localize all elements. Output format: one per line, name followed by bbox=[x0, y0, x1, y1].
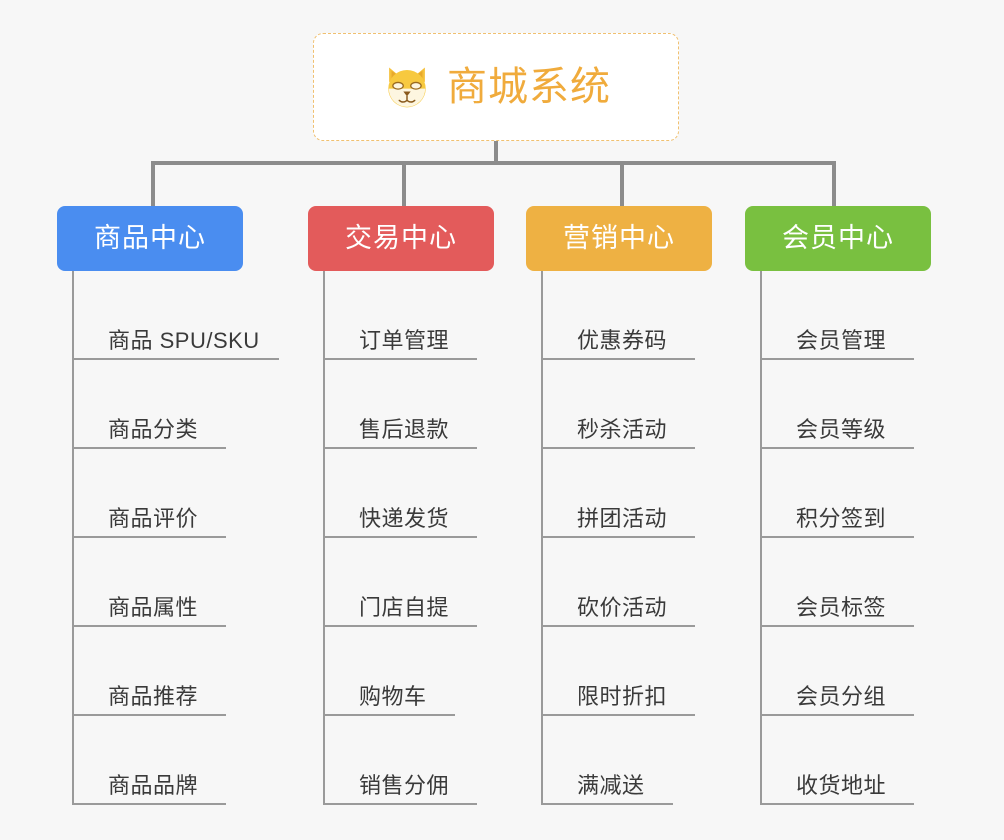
leaf-underline bbox=[325, 714, 455, 716]
leaf-underline bbox=[762, 447, 914, 449]
leaf-label: 快递发货 bbox=[359, 506, 450, 531]
category-box[interactable]: 会员中心 bbox=[745, 206, 931, 271]
leaf-underline bbox=[762, 803, 914, 805]
leaf-item[interactable]: 收货地址 bbox=[762, 716, 931, 805]
leaf-underline bbox=[543, 803, 673, 805]
leaf-label: 积分签到 bbox=[796, 506, 887, 531]
category-label: 商品中心 bbox=[94, 223, 206, 253]
leaf-underline bbox=[762, 714, 914, 716]
connector-bus bbox=[151, 161, 834, 165]
leaf-label: 收货地址 bbox=[796, 773, 887, 798]
leaf-underline bbox=[543, 358, 695, 360]
leaf-item[interactable]: 商品推荐 bbox=[74, 627, 260, 716]
leaf-item[interactable]: 购物车 bbox=[325, 627, 494, 716]
connector-drop-1 bbox=[402, 161, 406, 206]
leaf-label: 会员管理 bbox=[796, 328, 887, 353]
leaf-underline bbox=[762, 358, 914, 360]
leaf-item[interactable]: 优惠券码 bbox=[543, 271, 712, 360]
leaf-stack: 订单管理售后退款快递发货门店自提购物车销售分佣 bbox=[323, 271, 494, 805]
leaf-stack: 商品 SPU/SKU 商品分类商品评价商品属性商品推荐商品品牌 bbox=[72, 271, 279, 805]
connector-drop-0 bbox=[151, 161, 155, 206]
leaf-label: 商品属性 bbox=[108, 595, 199, 620]
leaf-item[interactable]: 限时折扣 bbox=[543, 627, 712, 716]
leaf-underline bbox=[325, 358, 477, 360]
leaf-label: 订单管理 bbox=[359, 328, 450, 353]
leaf-label: 商品分类 bbox=[108, 417, 199, 442]
connector-drop-3 bbox=[832, 161, 836, 206]
leaf-item[interactable]: 会员分组 bbox=[762, 627, 931, 716]
leaf-underline bbox=[762, 536, 914, 538]
leaf-stack: 优惠券码秒杀活动拼团活动砍价活动限时折扣满减送 bbox=[541, 271, 712, 805]
leaf-underline bbox=[762, 625, 914, 627]
leaf-label: 商品推荐 bbox=[108, 684, 199, 709]
connector-drop-2 bbox=[620, 161, 624, 206]
leaf-underline bbox=[325, 447, 477, 449]
branch-column: 交易中心订单管理售后退款快递发货门店自提购物车销售分佣 bbox=[308, 206, 494, 805]
leaf-label: 会员分组 bbox=[796, 684, 887, 709]
leaf-underline bbox=[74, 447, 226, 449]
leaf-label: 门店自提 bbox=[359, 595, 450, 620]
leaf-item[interactable]: 商品品牌 bbox=[74, 716, 260, 805]
leaf-label: 限时折扣 bbox=[577, 684, 668, 709]
leaf-item[interactable]: 售后退款 bbox=[325, 360, 494, 449]
leaf-underline bbox=[543, 714, 695, 716]
leaf-item[interactable]: 会员管理 bbox=[762, 271, 931, 360]
category-label: 交易中心 bbox=[345, 223, 457, 253]
leaf-item[interactable]: 会员等级 bbox=[762, 360, 931, 449]
branch-column: 营销中心优惠券码秒杀活动拼团活动砍价活动限时折扣满减送 bbox=[526, 206, 712, 805]
leaf-item[interactable]: 商品 SPU/SKU bbox=[74, 271, 279, 360]
leaf-label: 商品品牌 bbox=[108, 773, 199, 798]
leaf-underline bbox=[74, 358, 279, 360]
leaf-label: 购物车 bbox=[359, 684, 427, 709]
leaf-item[interactable]: 砍价活动 bbox=[543, 538, 712, 627]
leaf-item[interactable]: 商品属性 bbox=[74, 538, 260, 627]
leaf-underline bbox=[325, 536, 477, 538]
branch-column: 会员中心会员管理会员等级积分签到会员标签会员分组收货地址 bbox=[745, 206, 931, 805]
category-box[interactable]: 商品中心 bbox=[57, 206, 243, 271]
leaf-item[interactable]: 满减送 bbox=[543, 716, 712, 805]
leaf-label: 砍价活动 bbox=[577, 595, 668, 620]
leaf-label: 会员等级 bbox=[796, 417, 887, 442]
leaf-item[interactable]: 积分签到 bbox=[762, 449, 931, 538]
leaf-item[interactable]: 销售分佣 bbox=[325, 716, 494, 805]
connector-stem bbox=[494, 141, 498, 165]
leaf-label: 优惠券码 bbox=[577, 328, 668, 353]
category-label: 营销中心 bbox=[563, 223, 675, 253]
shiba-dog-face-icon bbox=[388, 67, 426, 108]
leaf-item[interactable]: 商品分类 bbox=[74, 360, 260, 449]
leaf-underline bbox=[543, 447, 695, 449]
leaf-item[interactable]: 门店自提 bbox=[325, 538, 494, 627]
leaf-item[interactable]: 拼团活动 bbox=[543, 449, 712, 538]
leaf-underline bbox=[543, 536, 695, 538]
leaf-label: 会员标签 bbox=[796, 595, 887, 620]
leaf-label: 拼团活动 bbox=[577, 506, 668, 531]
category-box[interactable]: 交易中心 bbox=[308, 206, 494, 271]
leaf-underline bbox=[543, 625, 695, 627]
leaf-item[interactable]: 快递发货 bbox=[325, 449, 494, 538]
leaf-label: 商品 SPU/SKU bbox=[108, 328, 260, 353]
leaf-underline bbox=[325, 803, 477, 805]
category-label: 会员中心 bbox=[782, 223, 894, 253]
leaf-label: 秒杀活动 bbox=[577, 417, 668, 442]
leaf-stack: 会员管理会员等级积分签到会员标签会员分组收货地址 bbox=[760, 271, 931, 805]
root-node[interactable]: 商城系统 bbox=[313, 33, 679, 141]
leaf-underline bbox=[74, 625, 226, 627]
leaf-item[interactable]: 订单管理 bbox=[325, 271, 494, 360]
leaf-label: 满减送 bbox=[577, 773, 645, 798]
leaf-item[interactable]: 秒杀活动 bbox=[543, 360, 712, 449]
leaf-label: 售后退款 bbox=[359, 417, 450, 442]
leaf-label: 销售分佣 bbox=[359, 773, 450, 798]
leaf-item[interactable]: 会员标签 bbox=[762, 538, 931, 627]
branch-column: 商品中心商品 SPU/SKU 商品分类商品评价商品属性商品推荐商品品牌 bbox=[57, 206, 279, 805]
root-title: 商城系统 bbox=[447, 65, 611, 109]
leaf-label: 商品评价 bbox=[108, 506, 199, 531]
leaf-item[interactable]: 商品评价 bbox=[74, 449, 260, 538]
leaf-underline bbox=[74, 714, 226, 716]
category-box[interactable]: 营销中心 bbox=[526, 206, 712, 271]
leaf-underline bbox=[74, 536, 226, 538]
leaf-underline bbox=[325, 625, 477, 627]
leaf-underline bbox=[74, 803, 226, 805]
